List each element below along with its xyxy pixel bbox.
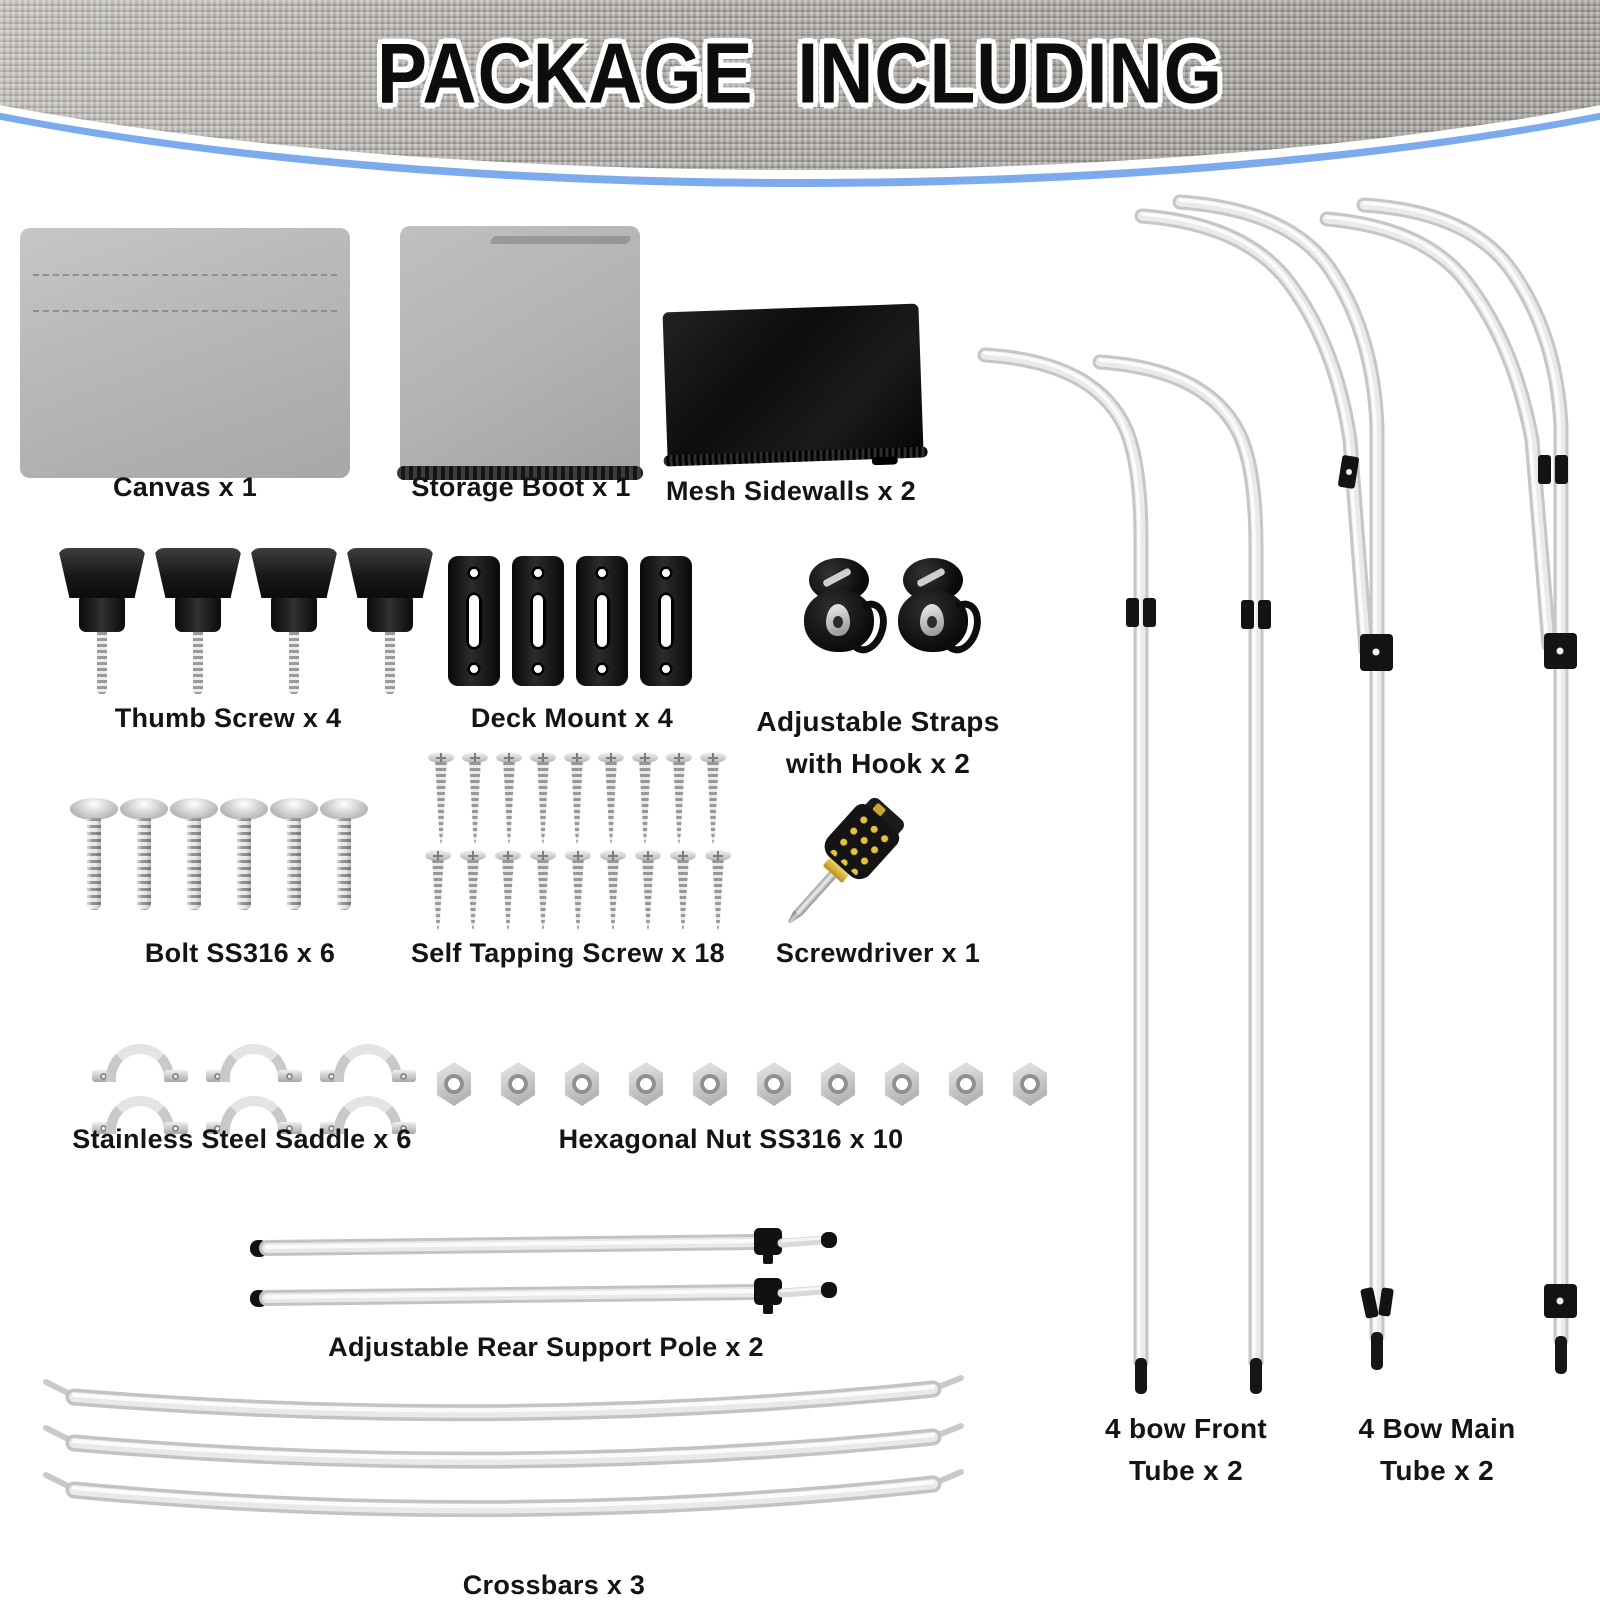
bolt-icon xyxy=(120,798,168,916)
crossbars-image xyxy=(43,1375,964,1518)
self-tapping-screw-icon xyxy=(530,752,556,846)
self-tapping-screw-row-1 xyxy=(428,752,726,846)
thumb-screw-icon xyxy=(58,548,146,698)
saddle-icon xyxy=(92,1042,188,1082)
deck-mount-group xyxy=(448,556,692,686)
hex-nut-group xyxy=(437,1062,1047,1106)
hex-nut-label: Hexagonal Nut SS316 x 10 xyxy=(558,1124,904,1154)
main-tube-label: 4 Bow Main Tube x 2 xyxy=(1358,1413,1516,1486)
hex-nut-icon xyxy=(565,1062,599,1106)
header-fabric-arc xyxy=(0,0,1600,170)
front-tube-image xyxy=(977,347,1271,1394)
self-tapping-screw-icon xyxy=(600,850,626,932)
self-tapping-screw-label: Self Tapping Screw x 18 xyxy=(411,938,725,968)
canvas-label: Canvas x 1 xyxy=(112,472,258,502)
thumb-screw-group xyxy=(58,548,434,698)
storage-boot-zipper xyxy=(397,466,643,480)
self-tapping-screw-icon xyxy=(635,850,661,932)
mesh-sidewalls-label: Mesh Sidewalls x 2 xyxy=(665,476,917,506)
bolt-icon xyxy=(220,798,268,916)
deck-mount-label: Deck Mount x 4 xyxy=(470,703,674,733)
thumb-screw-icon xyxy=(154,548,242,698)
saddle-group xyxy=(92,1042,416,1134)
self-tapping-screw-row-2 xyxy=(425,850,731,932)
saddle-icon xyxy=(206,1042,302,1082)
bolt-icon xyxy=(70,798,118,916)
hex-nut-icon xyxy=(949,1062,983,1106)
self-tapping-screw-icon xyxy=(565,850,591,932)
hex-nut-icon xyxy=(757,1062,791,1106)
rear-support-pole-image xyxy=(250,1228,837,1314)
thumb-screw-icon xyxy=(250,548,338,698)
bolt-label: Bolt SS316 x 6 xyxy=(144,938,336,968)
canvas-image xyxy=(20,228,355,478)
adjustable-straps-label: Adjustable Straps with Hook x 2 xyxy=(756,706,1000,779)
self-tapping-screw-icon xyxy=(425,850,451,932)
saddle-icon xyxy=(320,1094,416,1134)
self-tapping-screw-icon xyxy=(428,752,454,846)
canvas-stitch-line xyxy=(33,274,337,276)
header-banner: PACKAGE INCLUDING xyxy=(0,0,1600,200)
deck-mount-icon xyxy=(576,556,628,686)
main-tube-image xyxy=(1134,194,1577,1374)
deck-mount-icon xyxy=(512,556,564,686)
self-tapping-screw-icon xyxy=(460,850,486,932)
strap-with-hook-icon xyxy=(894,558,988,662)
deck-mount-icon xyxy=(448,556,500,686)
self-tapping-screw-icon xyxy=(462,752,488,846)
hex-nut-icon xyxy=(821,1062,855,1106)
storage-boot-image xyxy=(397,226,643,480)
saddle-icon xyxy=(320,1042,416,1082)
self-tapping-screw-icon xyxy=(632,752,658,846)
storage-boot-label: Storage Boot x 1 xyxy=(411,472,631,502)
canvas-stitch-line xyxy=(33,310,337,312)
bolt-group xyxy=(70,798,368,916)
page-title: PACKAGE INCLUDING xyxy=(377,25,1223,121)
hex-nut-icon xyxy=(629,1062,663,1106)
self-tapping-screw-icon xyxy=(530,850,556,932)
straps-group xyxy=(800,558,988,662)
saddle-icon xyxy=(206,1094,302,1134)
thumb-screw-label: Thumb Screw x 4 xyxy=(114,703,342,733)
hex-nut-icon xyxy=(437,1062,471,1106)
hex-nut-icon xyxy=(501,1062,535,1106)
bolt-icon xyxy=(170,798,218,916)
bolt-icon xyxy=(320,798,368,916)
self-tapping-screw-icon xyxy=(705,850,731,932)
saddle-label: Stainless Steel Saddle x 6 xyxy=(72,1124,412,1154)
self-tapping-screw-icon xyxy=(666,752,692,846)
saddle-icon xyxy=(92,1094,188,1134)
hex-nut-icon xyxy=(885,1062,919,1106)
strap-with-hook-icon xyxy=(800,558,894,662)
hex-nut-icon xyxy=(693,1062,727,1106)
self-tapping-screw-icon xyxy=(700,752,726,846)
front-tube-label: 4 bow Front Tube x 2 xyxy=(1105,1413,1267,1486)
rear-support-pole-label: Adjustable Rear Support Pole x 2 xyxy=(328,1332,764,1362)
bolt-icon xyxy=(270,798,318,916)
crossbars-label: Crossbars x 3 xyxy=(462,1570,646,1600)
self-tapping-screw-icon xyxy=(670,850,696,932)
self-tapping-screw-icon xyxy=(496,752,522,846)
deck-mount-icon xyxy=(640,556,692,686)
self-tapping-screw-icon xyxy=(495,850,521,932)
self-tapping-screw-icon xyxy=(564,752,590,846)
hex-nut-icon xyxy=(1013,1062,1047,1106)
self-tapping-screw-icon xyxy=(598,752,624,846)
screwdriver-label: Screwdriver x 1 xyxy=(775,938,981,968)
thumb-screw-icon xyxy=(346,548,434,698)
